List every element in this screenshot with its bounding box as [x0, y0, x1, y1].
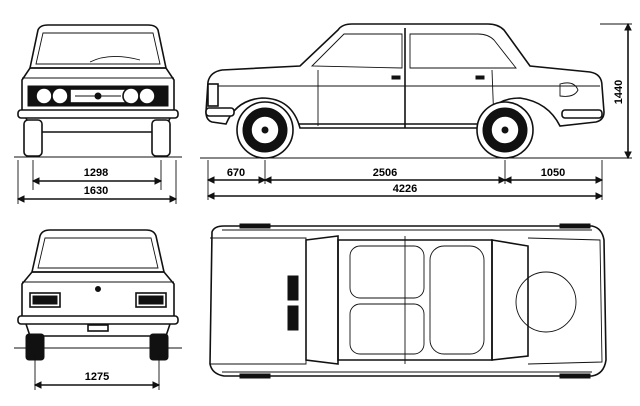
- side-view-dimensions: 1440 670 2506 1050 4226: [206, 22, 632, 200]
- rear-track-label: 1275: [85, 371, 109, 383]
- rear-view: [14, 229, 182, 361]
- rear-overhang-label: 1050: [541, 167, 565, 179]
- front-overhang-label: 670: [227, 167, 245, 179]
- overall-length-label: 4226: [393, 183, 417, 195]
- front-view-dimensions: 1298 1630: [16, 160, 178, 204]
- height-label: 1440: [613, 80, 625, 104]
- top-view: [209, 223, 607, 379]
- side-view: [200, 23, 630, 159]
- front-view: [14, 24, 182, 158]
- wheelbase-label: 2506: [373, 167, 397, 179]
- front-track-label: 1298: [84, 167, 108, 179]
- overall-width-label: 1630: [84, 185, 108, 197]
- rear-view-dimensions: 1275: [33, 354, 161, 390]
